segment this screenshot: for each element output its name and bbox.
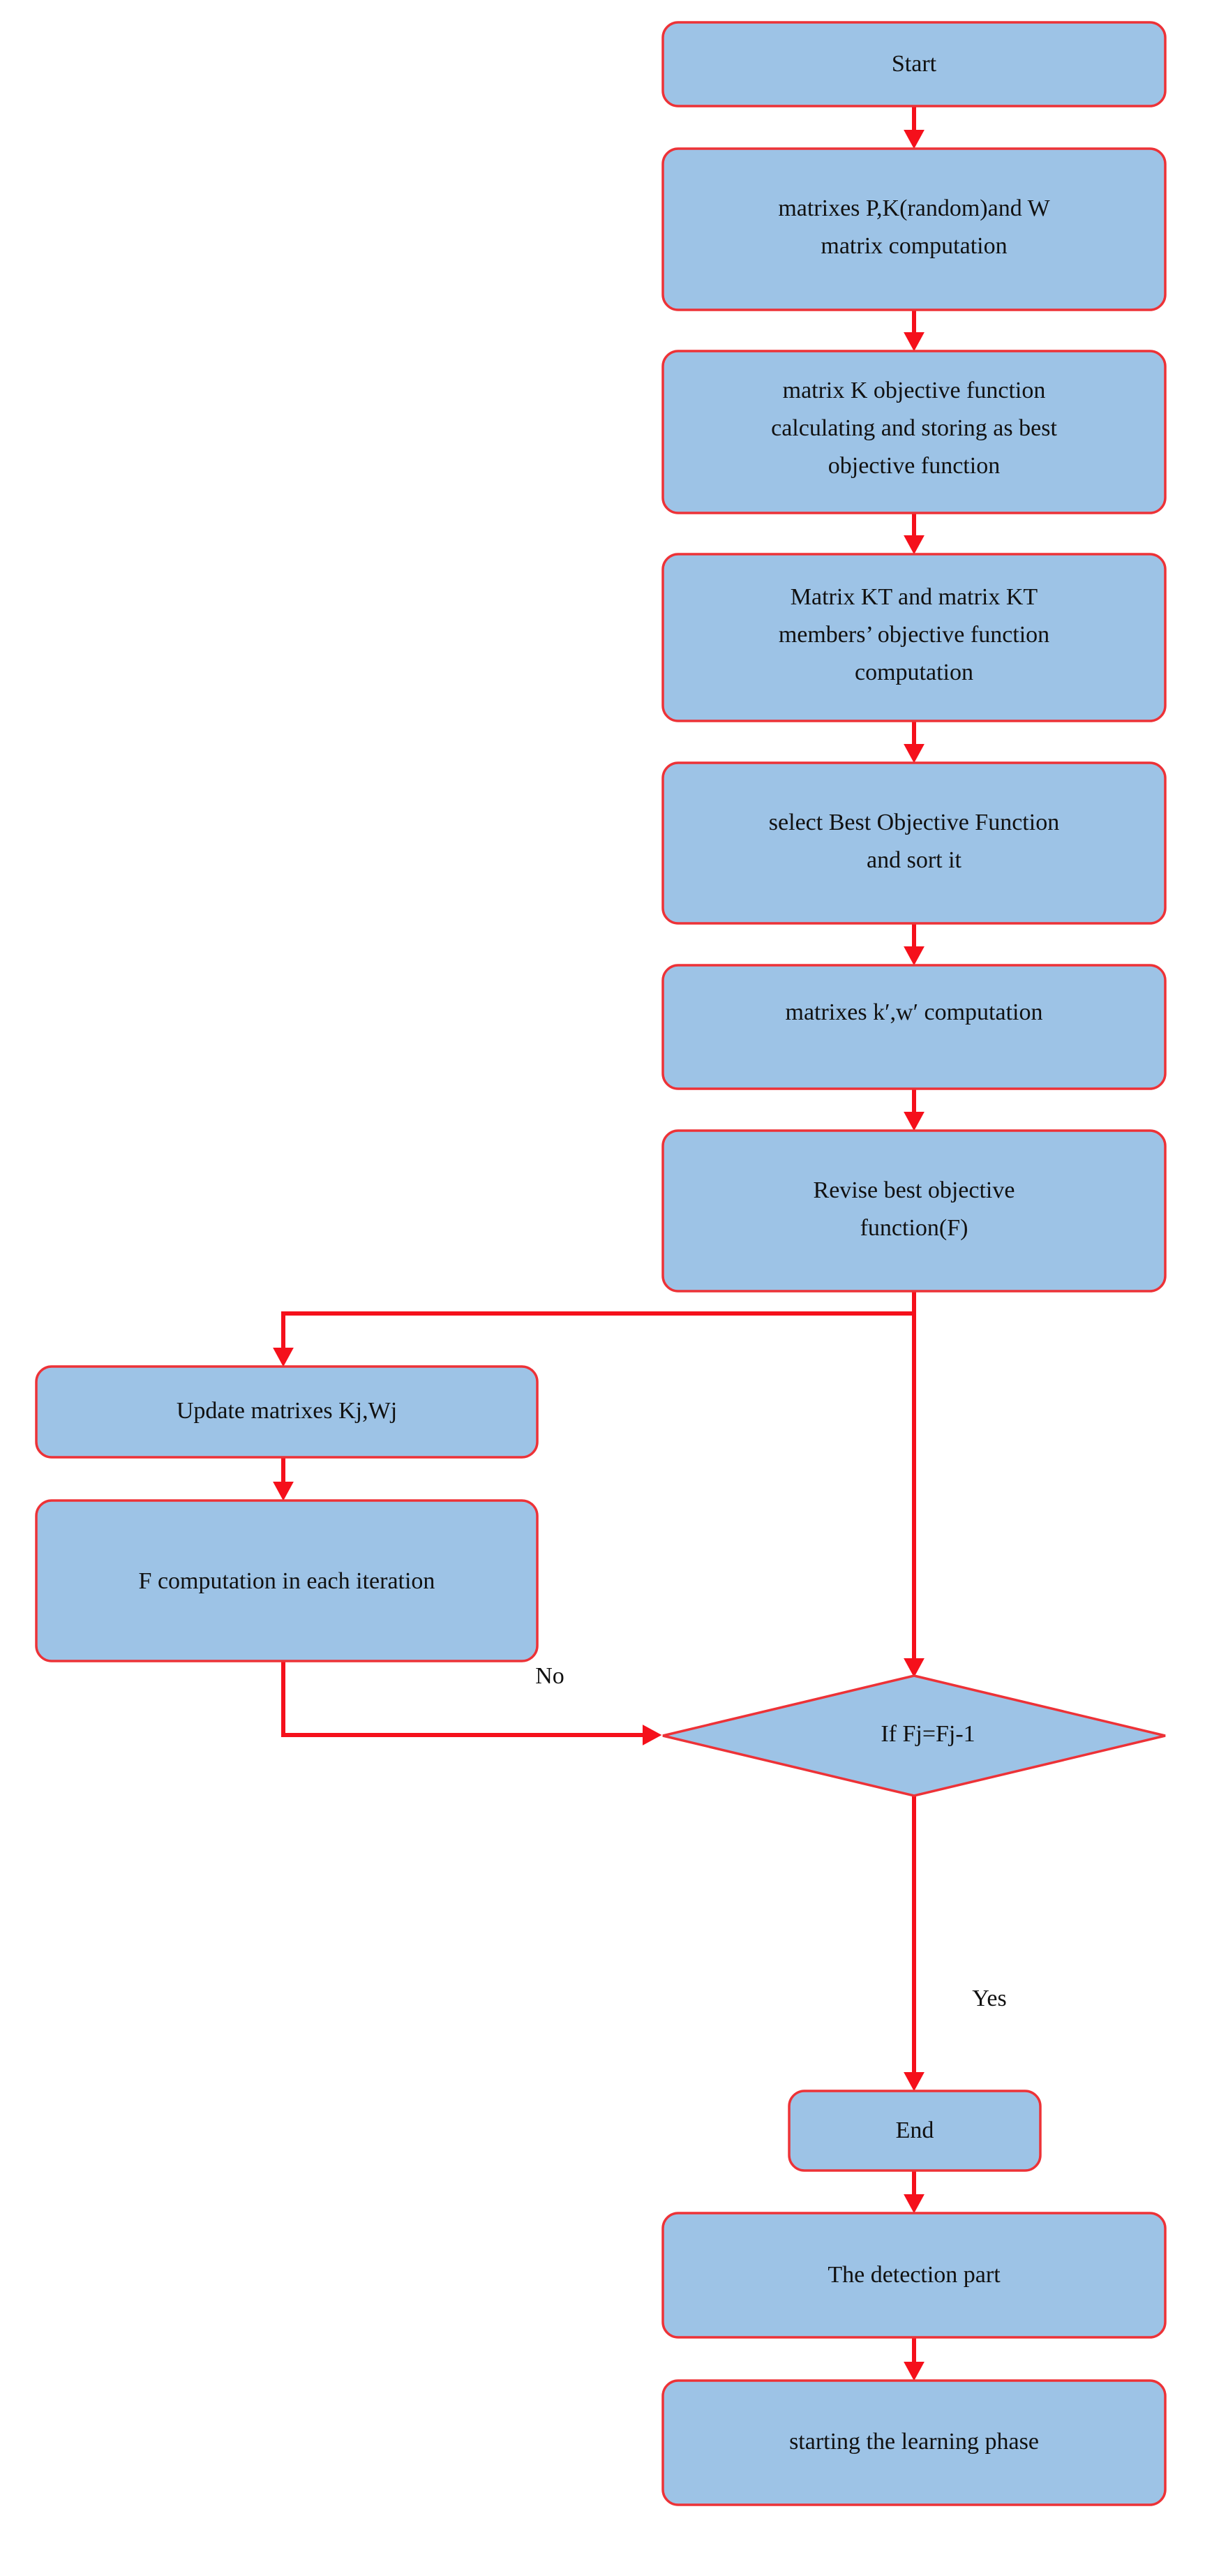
- node-start-label-line-0: Start: [892, 51, 937, 77]
- node-update-matrixes[interactable]: Update matrixes Kj,Wj: [35, 1365, 539, 1459]
- node-detection-part[interactable]: The detection part: [661, 2212, 1167, 2339]
- node-select-best-label-line-0: select Best Objective Function: [769, 810, 1059, 835]
- edge-loop-to-update: [273, 1311, 912, 1367]
- node-kprime-wprime-shape[interactable]: [661, 964, 1167, 1090]
- node-select-best-shape[interactable]: [661, 761, 1167, 925]
- node-select-best[interactable]: select Best Objective Function and sort …: [661, 761, 1167, 925]
- edge-fcomp-to-decision-no: [281, 1661, 662, 1745]
- node-matrix-kt-shape[interactable]: [661, 553, 1167, 722]
- node-kprime-wprime-label-line-0: matrixes k′,w′ computation: [786, 999, 1043, 1025]
- node-objective-function[interactable]: matrix K objective function calculating …: [661, 350, 1167, 514]
- node-select-best-label-line-1: and sort it: [867, 847, 962, 873]
- node-objective-function-label-line-1: calculating and storing as best: [771, 415, 1057, 441]
- node-update-matrixes-shape[interactable]: [35, 1365, 539, 1459]
- node-revise-best-objective-label-line-1: function(F): [860, 1215, 968, 1241]
- node-detection-part-label-line-0: The detection part: [828, 2262, 1001, 2288]
- connectors: [273, 106, 925, 2381]
- node-init-label-line-1: matrix computation: [821, 233, 1007, 259]
- node-objective-function-shape[interactable]: [661, 350, 1167, 514]
- node-matrix-kt[interactable]: Matrix KT and matrix KT members’ objecti…: [661, 553, 1167, 722]
- node-learning-phase[interactable]: starting the learning phase: [661, 2379, 1167, 2506]
- node-matrix-kt-label-line-2: computation: [855, 660, 973, 685]
- node-update-matrixes-label-line-0: Update matrixes Kj,Wj: [177, 1398, 397, 1424]
- node-end-label-line-0: End: [896, 2117, 934, 2143]
- node-objective-function-label-line-2: objective function: [828, 453, 1000, 479]
- node-init[interactable]: matrixes P,K(random)and W matrix computa…: [661, 147, 1167, 311]
- node-learning-phase-shape[interactable]: [661, 2379, 1167, 2506]
- node-detection-part-shape[interactable]: [661, 2212, 1167, 2339]
- node-f-computation-label-line-0: F computation in each iteration: [139, 1568, 435, 1594]
- node-revise-best-objective-shape[interactable]: [661, 1129, 1167, 1293]
- node-kprime-wprime[interactable]: matrixes k′,w′ computation: [661, 964, 1167, 1090]
- node-decision[interactable]: If Fj=Fj-1: [662, 1674, 1166, 1797]
- node-decision-label-line-0: If Fj=Fj-1: [881, 1721, 975, 1747]
- node-f-computation[interactable]: F computation in each iteration: [35, 1499, 539, 1662]
- node-init-shape[interactable]: [661, 147, 1167, 311]
- node-end[interactable]: End: [788, 2090, 1042, 2172]
- node-decision-shape[interactable]: [662, 1674, 1166, 1797]
- node-end-shape[interactable]: [788, 2090, 1042, 2172]
- edge-label-no: No: [535, 1663, 564, 1689]
- node-matrix-kt-label-line-0: Matrix KT and matrix KT: [791, 584, 1038, 610]
- node-init-label-line-0: matrixes P,K(random)and W: [778, 195, 1050, 221]
- node-matrix-kt-label-line-1: members’ objective function: [779, 622, 1049, 648]
- node-start[interactable]: Start: [661, 21, 1167, 107]
- node-revise-best-objective[interactable]: Revise best objective function(F): [661, 1129, 1167, 1293]
- node-objective-function-label-line-0: matrix K objective function: [783, 378, 1046, 403]
- edge-label-yes: Yes: [972, 1986, 1006, 2011]
- node-revise-best-objective-label-line-0: Revise best objective: [814, 1177, 1015, 1203]
- node-f-computation-shape[interactable]: [35, 1499, 539, 1662]
- node-learning-phase-label-line-0: starting the learning phase: [789, 2429, 1039, 2455]
- node-start-shape[interactable]: [661, 21, 1167, 107]
